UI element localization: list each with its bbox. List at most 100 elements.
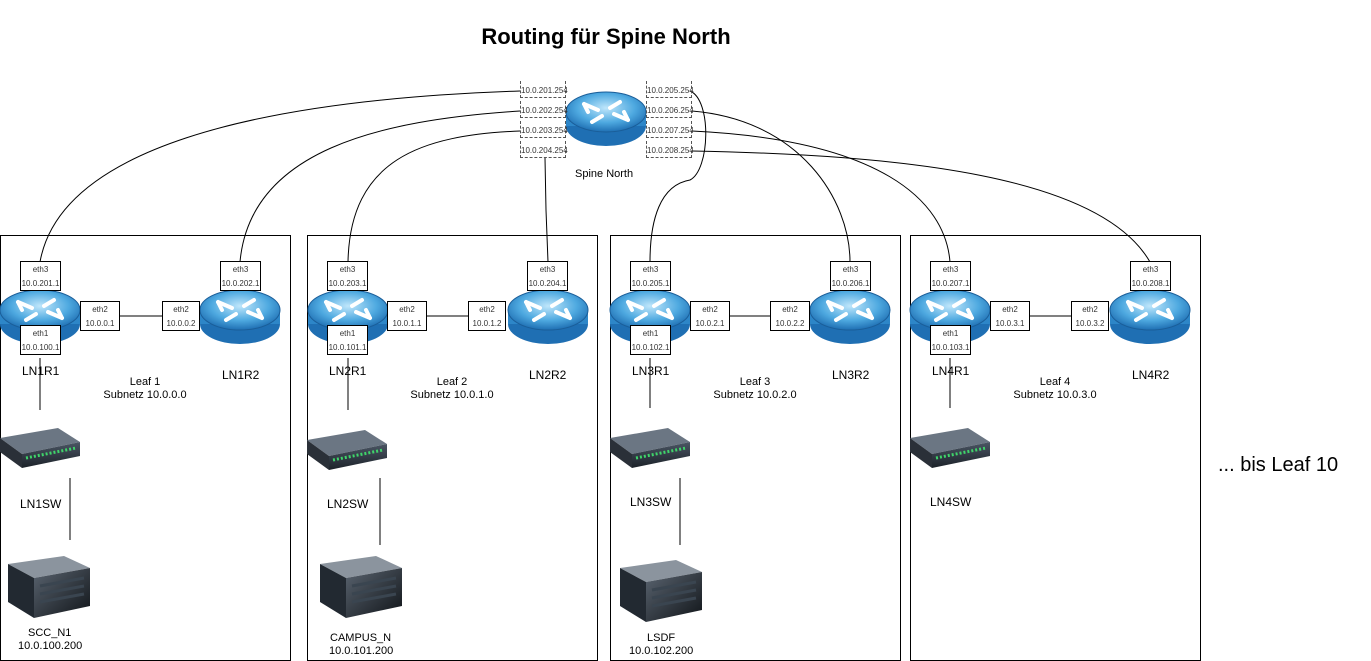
leaf-subnet-2: Subnetz 10.0.1.0 (410, 389, 494, 401)
server-name-lsdf: LSDF (647, 632, 676, 644)
uplink-ln1r1 (39, 90, 521, 263)
switch-icon-ln1sw (0, 426, 82, 470)
router-icon-ln4r2 (1108, 288, 1192, 346)
router-icon-ln2r2 (506, 288, 590, 346)
port-ln4r2-eth3: eth3 10.0.208.1 (1130, 261, 1171, 291)
port-ln1r1-eth2: eth2 10.0.0.1 (80, 301, 120, 331)
server-ip-lsdf: 10.0.102.200 (629, 645, 694, 657)
leaf-subnet-3: Subnetz 10.0.2.0 (713, 389, 797, 401)
port-label: eth2 (92, 305, 108, 314)
spine-router-icon (564, 90, 648, 148)
port-ln3r2-eth2: eth2 10.0.2.2 (770, 301, 810, 331)
port-label: eth3 (339, 265, 356, 274)
uplink-ln1r2 (239, 110, 521, 263)
port-ln2r2-eth2: eth2 10.0.1.2 (468, 301, 506, 331)
port-ip: 10.0.1.2 (472, 319, 502, 328)
spine-port-1: 10.0.201.254 (520, 81, 568, 98)
port-label: eth1 (32, 329, 49, 338)
uplink-ln2r2 (544, 157, 549, 263)
port-label: eth2 (1082, 305, 1098, 314)
spine-name: Spine North (575, 168, 634, 180)
spine-port-5: 10.0.205.254 (646, 81, 694, 98)
port-ip: 10.0.2.1 (695, 319, 725, 328)
server-ip-scc-n1: 10.0.100.200 (18, 640, 83, 652)
port-ip: 10.0.207.1 (931, 279, 970, 288)
switch-name-ln2sw: LN2SW (327, 497, 369, 511)
port-label: eth1 (339, 329, 356, 338)
port-ln3r1-eth2: eth2 10.0.2.1 (690, 301, 730, 331)
port-label: eth3 (32, 265, 49, 274)
spine-port-6: 10.0.206.254 (646, 101, 694, 118)
port-ip: 10.0.201.1 (21, 279, 60, 288)
spine-port-7: 10.0.207.254 (646, 121, 694, 138)
leaf-label-3: Leaf 3 (739, 376, 771, 388)
switch-name-ln3sw: LN3SW (630, 495, 672, 509)
port-ln1r1-eth3: eth3 10.0.201.1 (20, 261, 61, 291)
spine-port-4: 10.0.204.254 (520, 141, 568, 158)
router-name-ln3r1: LN3R1 (632, 364, 670, 378)
port-ln2r1-eth2: eth2 10.0.1.1 (387, 301, 427, 331)
spine-port-2: 10.0.202.254 (520, 101, 568, 118)
switch-icon-ln4sw (908, 426, 992, 470)
port-ip: 10.0.203.1 (328, 279, 367, 288)
server-name-scc-n1: SCC_N1 (28, 627, 72, 639)
diagram-title: Routing für Spine North (481, 24, 731, 49)
uplink-ln4r2 (691, 150, 1151, 263)
uplink-ln2r1 (347, 130, 521, 263)
router-name-ln1r1: LN1R1 (22, 364, 60, 378)
port-ln1r2-eth2: eth2 10.0.0.2 (162, 301, 200, 331)
port-ip: 10.0.202.1 (221, 279, 260, 288)
port-ip: 10.0.0.1 (85, 319, 115, 328)
port-ip: 10.0.100.1 (21, 343, 60, 352)
port-ip: 10.0.205.1 (631, 279, 670, 288)
port-ip: 10.0.1.1 (392, 319, 422, 328)
port-label: eth2 (479, 305, 495, 314)
port-label: eth3 (1142, 265, 1159, 274)
port-label: eth3 (232, 265, 249, 274)
leaf-label-1: Leaf 1 (129, 376, 161, 388)
leaf-lines (39, 315, 1071, 545)
port-ln2r1-eth3: eth3 10.0.203.1 (327, 261, 368, 291)
port-ip: 10.0.102.1 (631, 343, 670, 352)
port-label: eth2 (702, 305, 718, 314)
uplink-lines (39, 90, 1151, 263)
port-label: eth2 (782, 305, 798, 314)
router-icon-ln3r2 (808, 288, 892, 346)
port-ip: 10.0.204.1 (528, 279, 567, 288)
uplink-ln4r1 (691, 130, 951, 263)
router-name-ln2r1: LN2R1 (329, 364, 367, 378)
port-ip: 10.0.101.1 (328, 343, 367, 352)
port-ln1r2-eth3: eth3 10.0.202.1 (220, 261, 261, 291)
router-name-ln2r2: LN2R2 (529, 368, 567, 382)
port-ip: 10.0.0.2 (166, 319, 196, 328)
port-ln2r1-eth1: eth1 10.0.101.1 (327, 325, 368, 355)
router-name-ln4r1: LN4R1 (932, 364, 970, 378)
uplink-ln3r2 (691, 110, 851, 263)
server-name-campus-n: CAMPUS_N (330, 632, 392, 644)
spine-port-3: 10.0.203.254 (520, 121, 568, 138)
port-label: eth2 (399, 305, 415, 314)
port-ln4r1-eth2: eth2 10.0.3.1 (990, 301, 1030, 331)
server-ip-campus-n: 10.0.101.200 (329, 645, 394, 657)
router-name-ln3r2: LN3R2 (832, 368, 870, 382)
server-icon-campus-n (318, 554, 404, 620)
switch-icon-ln3sw (608, 426, 692, 470)
port-ip: 10.0.103.1 (931, 343, 970, 352)
port-ip: 10.0.3.1 (995, 319, 1025, 328)
port-ln3r1-eth1: eth1 10.0.102.1 (630, 325, 671, 355)
port-label: eth1 (642, 329, 659, 338)
port-ip: 10.0.2.2 (775, 319, 805, 328)
port-label: eth2 (1002, 305, 1018, 314)
port-ip: 10.0.208.1 (1131, 279, 1170, 288)
port-label: eth3 (842, 265, 859, 274)
footer-note: ... bis Leaf 10 (1218, 454, 1339, 476)
router-name-ln1r2: LN1R2 (222, 368, 260, 382)
port-label: eth2 (173, 305, 189, 314)
spine-port-8: 10.0.208.254 (646, 141, 694, 158)
